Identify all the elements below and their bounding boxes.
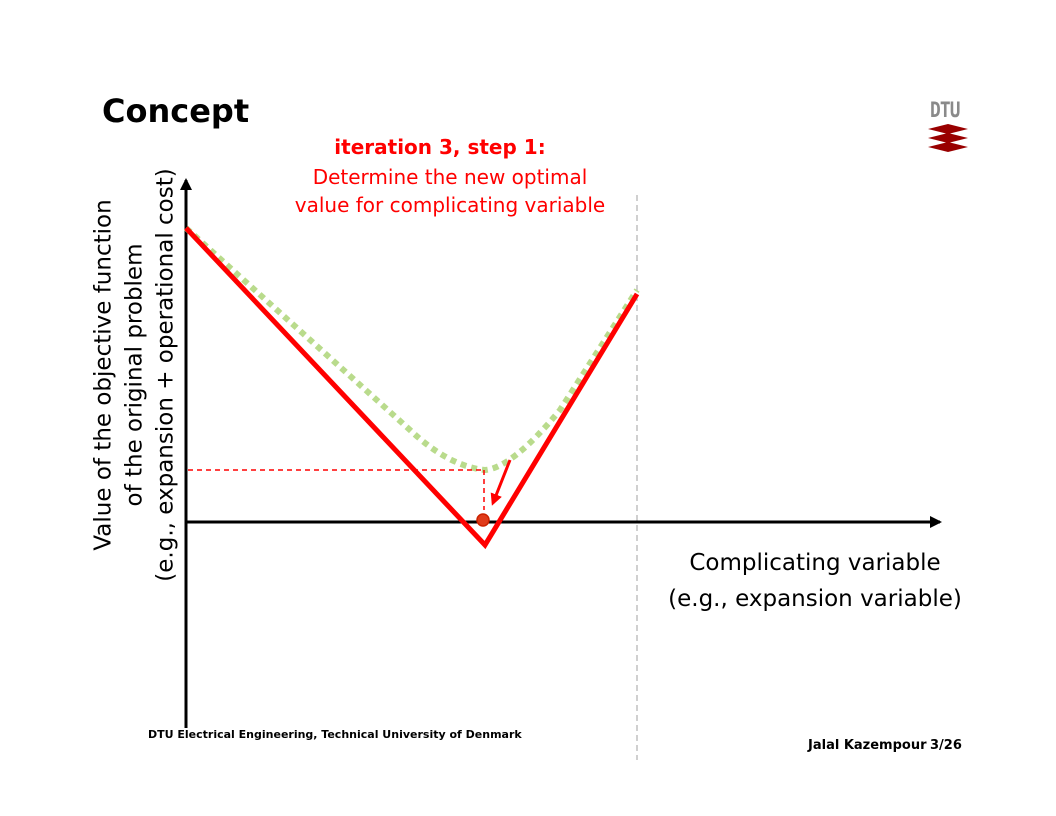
- pointer-arrow: [490, 459, 512, 506]
- y-axis-label-line-3: (e.g., expansion + operational cost): [152, 168, 179, 582]
- approximation-curve: [184, 226, 640, 550]
- annotation-heading: iteration 3, step 1:: [334, 135, 546, 159]
- true-objective-curve: [183, 225, 640, 474]
- y-axis-label: Value of the objective function of the o…: [89, 165, 182, 585]
- optimal-point: [476, 513, 490, 527]
- x-axis-label: Complicating variable (e.g., expansion v…: [650, 545, 980, 617]
- x-axis-label-line-1: Complicating variable: [689, 550, 941, 576]
- y-axis-label-line-2: of the original problem: [121, 243, 148, 507]
- x-axis-label-line-2: (e.g., expansion variable): [668, 586, 962, 612]
- annotation-line-2: value for complicating variable: [294, 193, 606, 217]
- dtu-wave-logo-icon: [928, 124, 968, 152]
- dtu-logo-text: DTU: [930, 98, 961, 122]
- footer-institution: DTU Electrical Engineering, Technical Un…: [148, 728, 522, 741]
- footer-author: Jalal Kazempour: [808, 738, 927, 753]
- y-axis-label-line-1: Value of the objective function: [90, 199, 117, 551]
- slide-title: Concept: [102, 92, 250, 130]
- annotation-line-1: Determine the new optimal: [312, 165, 588, 189]
- page-number: 3/26: [930, 738, 962, 753]
- annotation-text: Determine the new optimal value for comp…: [270, 163, 630, 219]
